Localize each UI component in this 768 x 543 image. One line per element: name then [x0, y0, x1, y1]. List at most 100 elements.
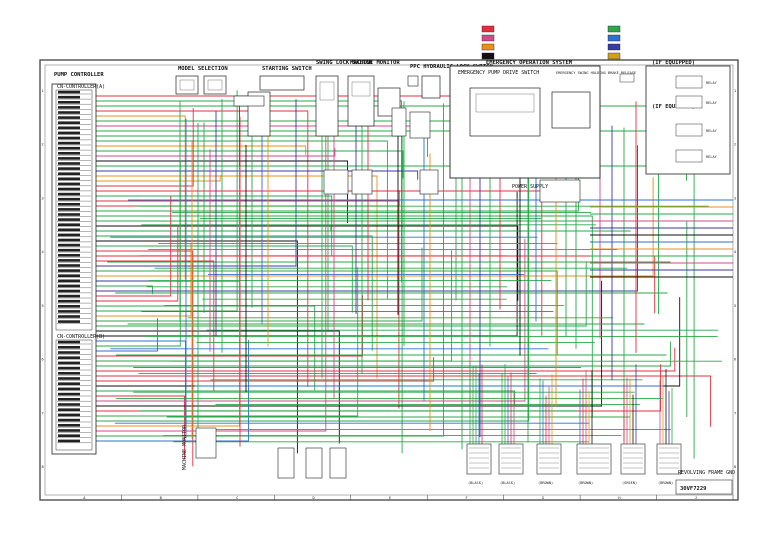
- controller-pin-label: [58, 299, 80, 303]
- controller-pin-label: [58, 152, 80, 155]
- controller-pin-label: [58, 223, 80, 226]
- bottom-connector: [536, 443, 562, 475]
- legend-swatch: [607, 34, 621, 42]
- bottom-connector-caption: (BROWN): [658, 481, 673, 485]
- controller-pin-rows: [57, 90, 91, 443]
- relay-label-3: RELAY: [706, 129, 718, 133]
- legend-swatch: [607, 43, 621, 51]
- controller-pin-label: [58, 187, 80, 191]
- wire: [96, 245, 353, 313]
- if-equipped-label-1: (IF EQUIPPED): [652, 60, 695, 66]
- grid-row-label-left: 6: [42, 358, 44, 362]
- controller-pin-label: [58, 146, 80, 150]
- controller-pin-label: [58, 259, 80, 262]
- grid-row-label-right: 4: [734, 250, 736, 254]
- grid-row-label-left: 7: [42, 411, 44, 415]
- wire: [96, 330, 340, 444]
- wire: [96, 175, 221, 182]
- bottom-connector: [620, 443, 646, 475]
- wire: [96, 175, 378, 379]
- controller-pin-label: [58, 424, 80, 427]
- grid-col-label: E: [389, 496, 391, 500]
- wire: [96, 166, 240, 427]
- grid-col-label: H: [618, 496, 620, 500]
- wire: [96, 99, 297, 267]
- connector-a-label: CN-CONTROLLER(A): [57, 84, 105, 90]
- wire: [96, 357, 435, 382]
- controller-pin-label: [58, 320, 80, 323]
- wire: [96, 238, 526, 402]
- controller-pin-label: [58, 356, 80, 359]
- grid-row-label-right: 2: [734, 143, 736, 147]
- drawing-number: 30VF7229: [680, 486, 707, 492]
- grid-row-label-left: 5: [42, 304, 44, 308]
- controller-pin-label: [58, 361, 80, 365]
- grid-row-label-right: 7: [734, 411, 736, 415]
- wire: [96, 240, 298, 454]
- pump-controller-block: PUMP CONTROLLER CN-CONTROLLER(A) CN-CONT…: [51, 72, 105, 455]
- controller-pin-label: [58, 157, 80, 160]
- controller-pin-label: [58, 372, 80, 375]
- bottom-connector-row: (BLACK)(BLACK)(BROWN)(BROWN)(GREEN)(BROW…: [466, 443, 682, 485]
- controller-pin-label: [58, 279, 80, 283]
- relay-label-4: RELAY: [706, 155, 718, 159]
- wire: [96, 235, 373, 351]
- swing-lock-title: SWING LOCK SWITCH: [316, 60, 372, 66]
- wire: [96, 170, 419, 180]
- controller-pin-label: [58, 269, 80, 272]
- grid-row-label-left: 8: [42, 465, 44, 469]
- bottom-connector: [466, 443, 492, 475]
- emergency-pump-label: EMERGENCY PUMP DRIVE SWITCH: [458, 70, 539, 76]
- controller-pin-label: [58, 305, 80, 308]
- model-selection-block: MODEL SELECTION: [175, 66, 228, 95]
- relay-label-1: RELAY: [706, 81, 718, 85]
- bottom-connector-caption: (BLACK): [500, 481, 515, 485]
- controller-pin-label: [58, 116, 80, 119]
- controller-pin-label: [58, 315, 80, 318]
- wire: [96, 243, 192, 317]
- controller-pin-label: [58, 218, 80, 221]
- controller-pin-label: [58, 398, 80, 401]
- wire: [96, 220, 688, 417]
- emergency-swing-label: EMERGENCY SWING HOLDING BRAKE RELEASE: [556, 71, 636, 75]
- starting-switch-block: STARTING SWITCH: [233, 66, 312, 137]
- controller-pin-label: [58, 182, 80, 186]
- wire: [96, 160, 181, 347]
- controller-pin-label: [58, 167, 80, 170]
- controller-pin-label: [58, 228, 80, 232]
- controller-pin-label: [58, 408, 80, 411]
- grid-row-label-left: 2: [42, 143, 44, 147]
- controller-pin-label: [58, 162, 80, 165]
- controller-pin-label: [58, 90, 80, 94]
- wire: [96, 295, 363, 357]
- wire: [96, 395, 185, 460]
- wire: [96, 270, 558, 356]
- controller-pin-label: [58, 284, 80, 288]
- controller-pin-label: [58, 351, 80, 354]
- swing-lock-switch-block: SWING LOCK SWITCH: [315, 60, 372, 137]
- grid-row-label-right: 5: [734, 304, 736, 308]
- bottom-connector: [576, 443, 612, 475]
- grid-col-label: G: [542, 496, 544, 500]
- controller-pin-label: [58, 141, 80, 145]
- wire: [96, 318, 158, 352]
- controller-pin-label: [58, 274, 80, 277]
- grid-row-label-right: 6: [734, 358, 736, 362]
- model-selection-title: MODEL SELECTION: [178, 66, 228, 72]
- wire: [96, 341, 671, 367]
- controller-pin-label: [58, 418, 80, 422]
- pump-controller-title: PUMP CONTROLLER: [54, 72, 104, 78]
- controller-pin-label: [58, 243, 80, 247]
- mid-connector-blocks: POWER SUPPLY: [323, 169, 581, 203]
- wire: [96, 98, 327, 432]
- legend-swatch: [481, 25, 495, 33]
- controller-pin-label: [58, 172, 80, 175]
- power-supply-label: POWER SUPPLY: [512, 184, 548, 190]
- controller-pin-label: [58, 111, 80, 114]
- wire: [96, 267, 359, 417]
- controller-pin-label: [58, 192, 80, 196]
- machine-monitor-title: MACHINE MONITOR: [350, 60, 400, 66]
- grid-col-label: F: [465, 496, 467, 500]
- controller-pin-label: [58, 208, 80, 211]
